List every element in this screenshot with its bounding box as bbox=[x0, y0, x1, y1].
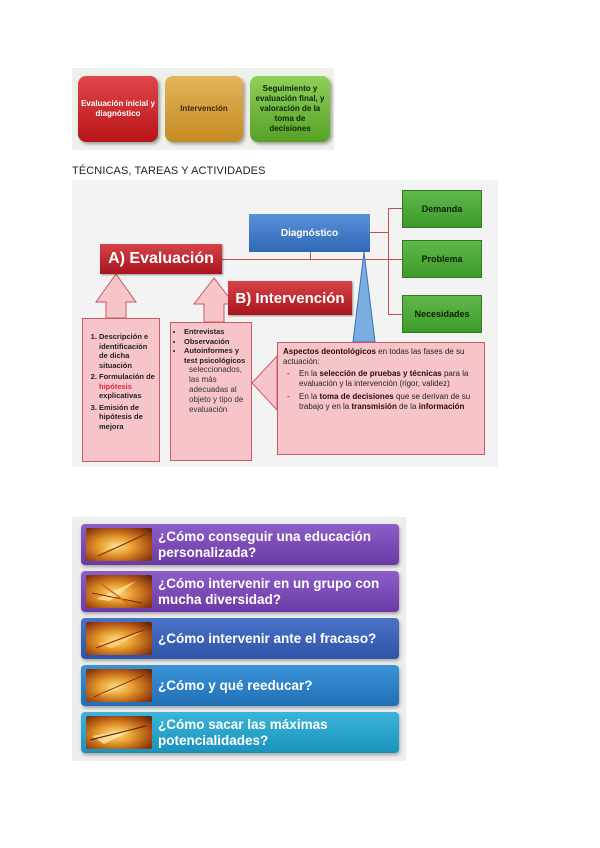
list-item: Autoinformes y test psicológicos bbox=[184, 346, 248, 365]
tecnicas-list-continuation: seleccionados, las más adecuadas al obje… bbox=[174, 365, 248, 415]
left-arrow-deonto bbox=[252, 356, 277, 410]
list-item: Formulación de hipótesis explicativas bbox=[99, 372, 155, 401]
list-item: En la selección de pruebas y técnicas pa… bbox=[299, 369, 479, 389]
questions-panel: ¿Cómo conseguir una educación personaliz… bbox=[72, 517, 406, 761]
list-item: Descripción e identificación de dicha si… bbox=[99, 332, 155, 370]
list-item: En la toma de decisiones que se derivan … bbox=[299, 392, 479, 412]
list-item: Emisión de hipótesis de mejora bbox=[99, 403, 155, 432]
section-heading: TÉCNICAS, TAREAS Y ACTIVIDADES bbox=[72, 165, 266, 177]
question-row: ¿Cómo y qué reeducar? bbox=[81, 665, 399, 706]
list-item: Observación bbox=[184, 337, 248, 347]
aspectos-deontologicos-box: Aspectos deontológicos en todas las fase… bbox=[277, 342, 485, 455]
process-strip: Evaluación inicial y diagnóstico Interve… bbox=[72, 68, 334, 150]
diagram: Diagnóstico Demanda Problema Necesidades… bbox=[72, 180, 498, 467]
intervencion-node: B) Intervención bbox=[228, 281, 352, 315]
process-step-intervencion: Intervención bbox=[165, 76, 243, 142]
feather-thumbnail-icon bbox=[86, 669, 152, 702]
up-arrow-evaluacion bbox=[96, 274, 136, 318]
question-text: ¿Cómo sacar las máximas potencialidades? bbox=[158, 717, 399, 749]
list-item: Entrevistas bbox=[184, 327, 248, 337]
problema-node: Problema bbox=[402, 240, 482, 278]
feather-thumbnail-icon bbox=[86, 716, 152, 749]
question-text: ¿Cómo y qué reeducar? bbox=[158, 678, 313, 694]
feather-thumbnail-icon bbox=[86, 528, 152, 561]
feather-thumbnail-icon bbox=[86, 575, 152, 608]
deonto-title: Aspectos deontológicos en todas las fase… bbox=[283, 347, 479, 367]
question-text: ¿Cómo intervenir en un grupo con mucha d… bbox=[158, 576, 399, 608]
feather-thumbnail-icon bbox=[86, 622, 152, 655]
question-row: ¿Cómo conseguir una educación personaliz… bbox=[81, 524, 399, 565]
triangle-pointer bbox=[353, 252, 375, 342]
diagnostico-node: Diagnóstico bbox=[249, 214, 370, 252]
tecnicas-list: Entrevistas Observación Autoinformes y t… bbox=[170, 322, 252, 461]
process-step-seguimiento: Seguimiento y evaluación final, y valora… bbox=[250, 76, 330, 142]
necesidades-node: Necesidades bbox=[402, 295, 482, 333]
evaluacion-list: Descripción e identificación de dicha si… bbox=[82, 318, 160, 462]
process-step-evaluacion-inicial: Evaluación inicial y diagnóstico bbox=[78, 76, 158, 142]
evaluacion-node: A) Evaluación bbox=[100, 244, 222, 274]
question-text: ¿Cómo intervenir ante el fracaso? bbox=[158, 631, 376, 647]
demanda-node: Demanda bbox=[402, 190, 482, 228]
question-row: ¿Cómo intervenir ante el fracaso? bbox=[81, 618, 399, 659]
question-row: ¿Cómo sacar las máximas potencialidades? bbox=[81, 712, 399, 753]
question-row: ¿Cómo intervenir en un grupo con mucha d… bbox=[81, 571, 399, 612]
question-text: ¿Cómo conseguir una educación personaliz… bbox=[158, 529, 399, 561]
